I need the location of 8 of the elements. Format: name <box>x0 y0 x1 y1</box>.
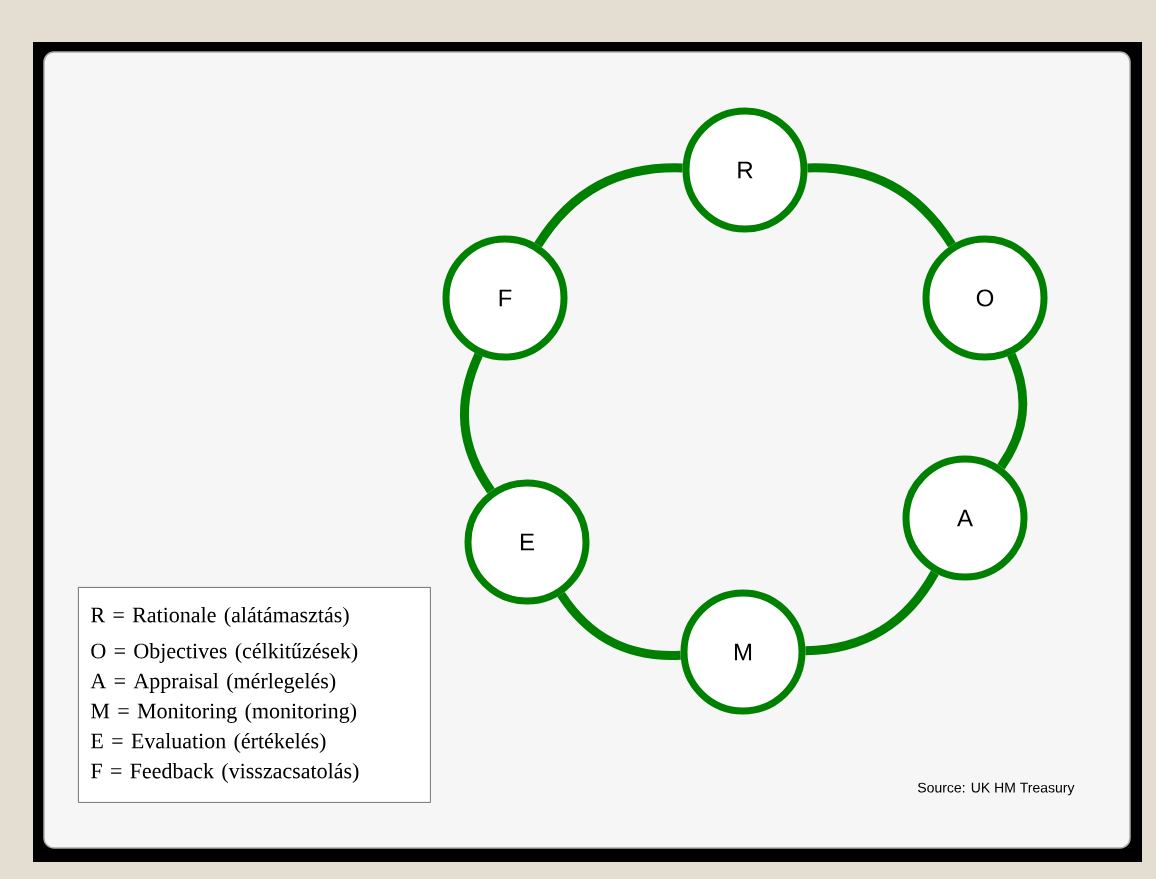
ring-arc <box>534 163 683 248</box>
ring-arc <box>997 353 1028 470</box>
ring-arc <box>460 352 495 494</box>
ring-arc <box>805 570 939 656</box>
legend-box: R = Rationale (alátámasztás) O = Objectives (célkitűzések) A = Appraisal (mérlegelés) M = Monitoring (monitoring) E = Evaluation (értékelés) F = Feedback (visszacsatolás) <box>78 587 431 803</box>
ring-arc <box>807 163 956 248</box>
source-note: Source: UK HM Treasury <box>917 782 1075 796</box>
ring-arc <box>557 591 681 660</box>
